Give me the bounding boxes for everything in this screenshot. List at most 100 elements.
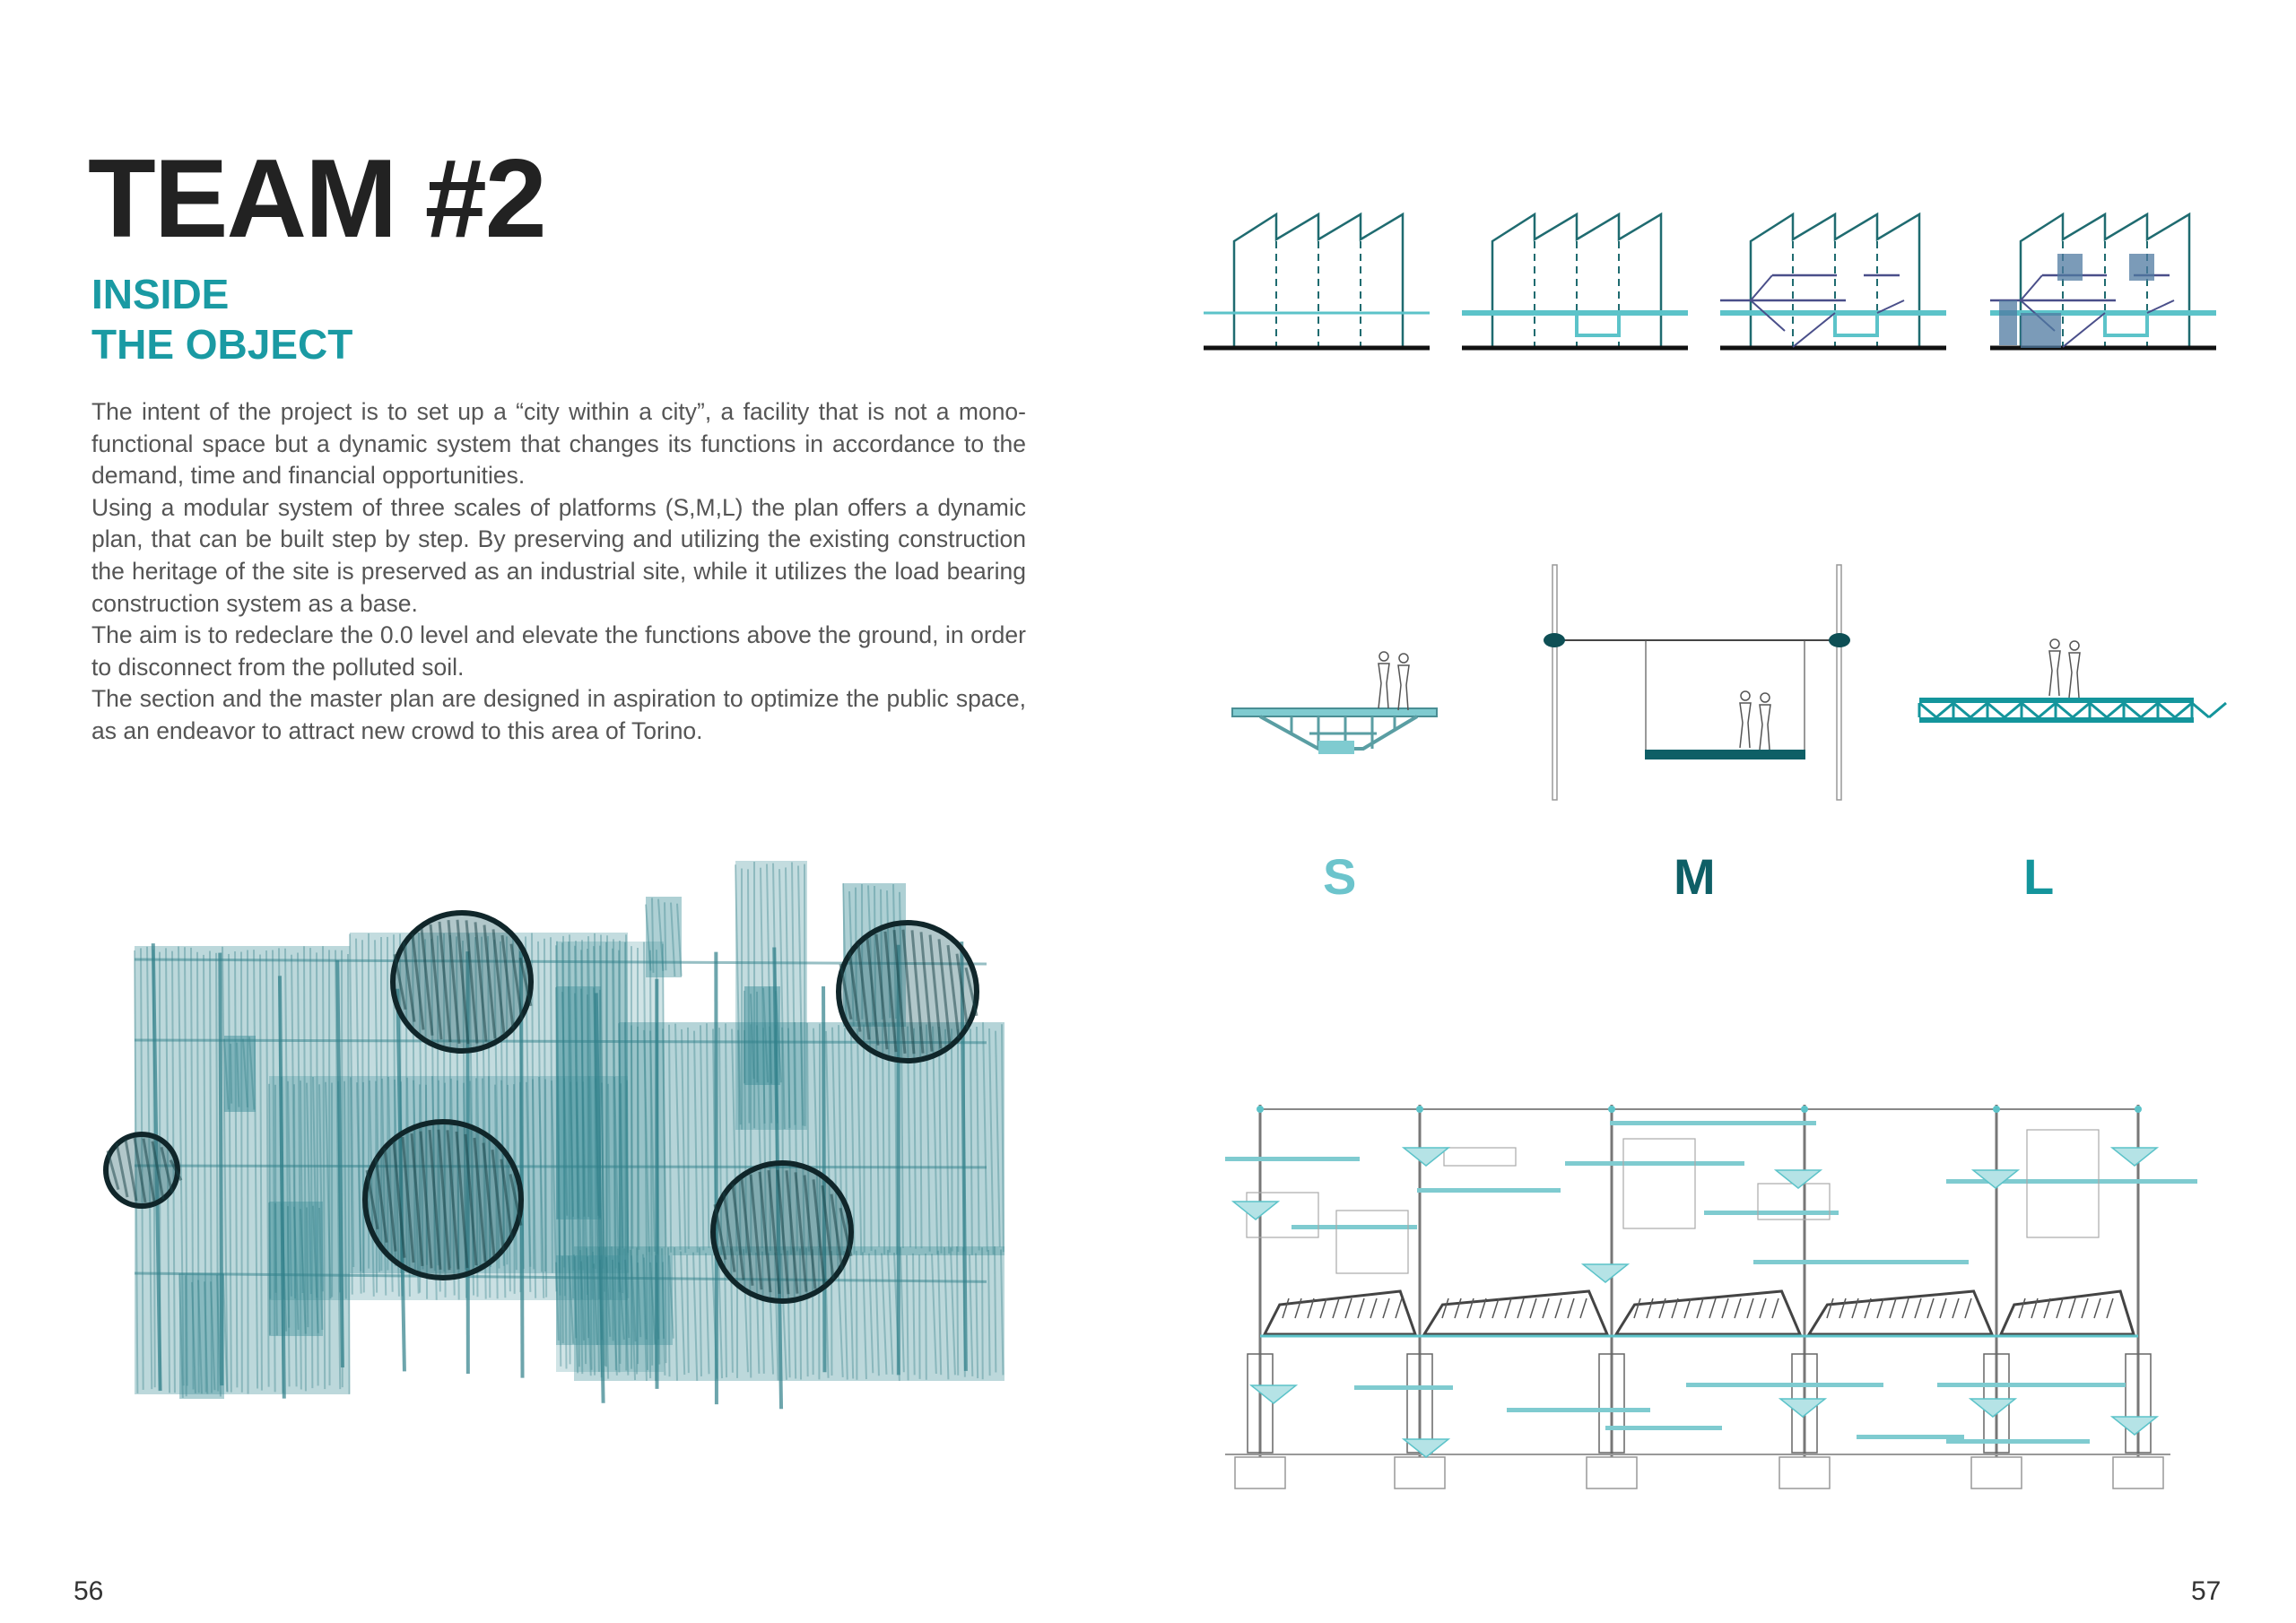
crayon-stroke [550, 937, 553, 1273]
crayon-hatch [955, 953, 970, 1030]
crayon-stroke [623, 1248, 630, 1376]
column-joint [1608, 1106, 1615, 1113]
crayon-stroke [649, 950, 654, 1366]
footing [1586, 1456, 1638, 1489]
crayon-hatch [928, 934, 943, 1049]
crayon-stroke [555, 945, 562, 1367]
crayon-stroke [863, 1024, 865, 1253]
crayon-stroke [761, 1251, 765, 1374]
column-joint [1801, 1106, 1808, 1113]
truss-diagonal [2123, 701, 2142, 719]
truss-web [1382, 1298, 1390, 1319]
crayon-hatch [106, 1150, 120, 1191]
crayon-stroke [926, 1024, 931, 1252]
crayon-stroke [526, 1081, 532, 1292]
crayon-stroke [825, 1030, 832, 1249]
crayon-hatch [794, 1172, 808, 1292]
truss-web [1332, 1298, 1340, 1319]
person-figure [1739, 702, 1752, 749]
crayon-stroke [624, 942, 628, 1371]
crayon-stroke [253, 950, 259, 1389]
crayon-hatch [722, 1192, 736, 1272]
truss-web [1671, 1298, 1679, 1319]
crayon-block [556, 1255, 673, 1345]
crayon-stroke [236, 1042, 240, 1107]
platform [1686, 1383, 1883, 1387]
crayon-stroke [618, 950, 622, 1364]
phase-diagrams [1204, 212, 2216, 351]
crayon-stroke [576, 1081, 583, 1300]
subtitle-line-1: INSIDE [91, 271, 230, 317]
crayon-hatch [749, 1174, 763, 1290]
crayon-stroke [747, 869, 751, 1124]
cantilever-bracket [1401, 1147, 1451, 1167]
crayon-stroke [191, 1281, 196, 1393]
truss-web [1901, 1298, 1909, 1319]
crayon-hatch [374, 1157, 388, 1243]
truss-web [1504, 1298, 1512, 1319]
crayon-stroke [355, 938, 362, 1271]
crayon-stroke [405, 938, 408, 1270]
cantilever-bracket [2109, 1147, 2160, 1167]
crayon-hatch [500, 1159, 514, 1241]
scale-label-l: L [2023, 848, 2055, 905]
truss-diagonal [1935, 701, 1954, 719]
crayon-hatch [133, 1137, 147, 1203]
crayon-hatch [946, 944, 961, 1039]
crayon-stroke [594, 933, 596, 1270]
crayon-stroke [538, 1076, 545, 1298]
platform [1417, 1188, 1561, 1193]
crayon-stroke [562, 935, 566, 1268]
crayon-stroke [805, 1247, 809, 1377]
truss-web [1492, 1298, 1500, 1319]
hanging-frame [1443, 1147, 1517, 1167]
crayon-hatch [883, 931, 898, 1053]
footing [1779, 1456, 1831, 1489]
truss-web [1734, 1298, 1742, 1319]
volume-block [2057, 254, 2083, 281]
roof-truss [1998, 1289, 2136, 1336]
crayon-stroke [626, 1080, 630, 1298]
platform [1605, 1426, 1722, 1430]
sawtooth-roof [1232, 212, 1405, 349]
crayon-stroke [316, 952, 319, 1386]
crayon-block [646, 897, 682, 977]
platform [1507, 1408, 1650, 1412]
footing [1234, 1456, 1286, 1489]
crayon-stroke [613, 1077, 621, 1293]
crayon-stroke [230, 1044, 233, 1104]
truss-web [1307, 1298, 1315, 1319]
crayon-hatch [455, 1131, 469, 1269]
crayon-stroke [318, 1207, 324, 1331]
crayon-stroke [482, 1078, 487, 1299]
truss-diagonal [2191, 701, 2210, 719]
truss-web [1466, 1298, 1474, 1319]
crayon-hatch [124, 1139, 138, 1202]
truss-web [1771, 1298, 1779, 1319]
crayon-stroke [987, 1249, 991, 1376]
crayon-hatch [740, 1178, 754, 1286]
crayon-stroke [743, 1249, 749, 1373]
crayon-stroke [222, 946, 229, 1393]
crayon-stroke [637, 1026, 640, 1250]
truss-web [1579, 1298, 1587, 1319]
lowered-level [1833, 315, 1879, 337]
crayon-stroke [668, 1024, 673, 1253]
crayon-hatch [830, 1193, 844, 1271]
crayon-stroke [849, 1254, 855, 1379]
cantilever-bracket [1970, 1169, 2021, 1189]
crayon-hatch [464, 1133, 478, 1266]
crayon-hatch [169, 1159, 183, 1181]
crayon-stroke [938, 1026, 943, 1254]
crayon-stroke [995, 1030, 1001, 1247]
crayon-hatch [839, 1207, 853, 1257]
hanging-frame [2026, 1129, 2100, 1238]
crayon-stroke [1001, 1024, 1004, 1253]
crayon-hatch [383, 1148, 397, 1252]
crayon-stroke [680, 1251, 686, 1376]
crayon-hatch [509, 943, 524, 1020]
hanging-frame [1246, 1192, 1319, 1238]
crayon-hatch [410, 1133, 424, 1266]
column-joint [1416, 1106, 1423, 1113]
crayon-stroke [850, 1030, 856, 1254]
